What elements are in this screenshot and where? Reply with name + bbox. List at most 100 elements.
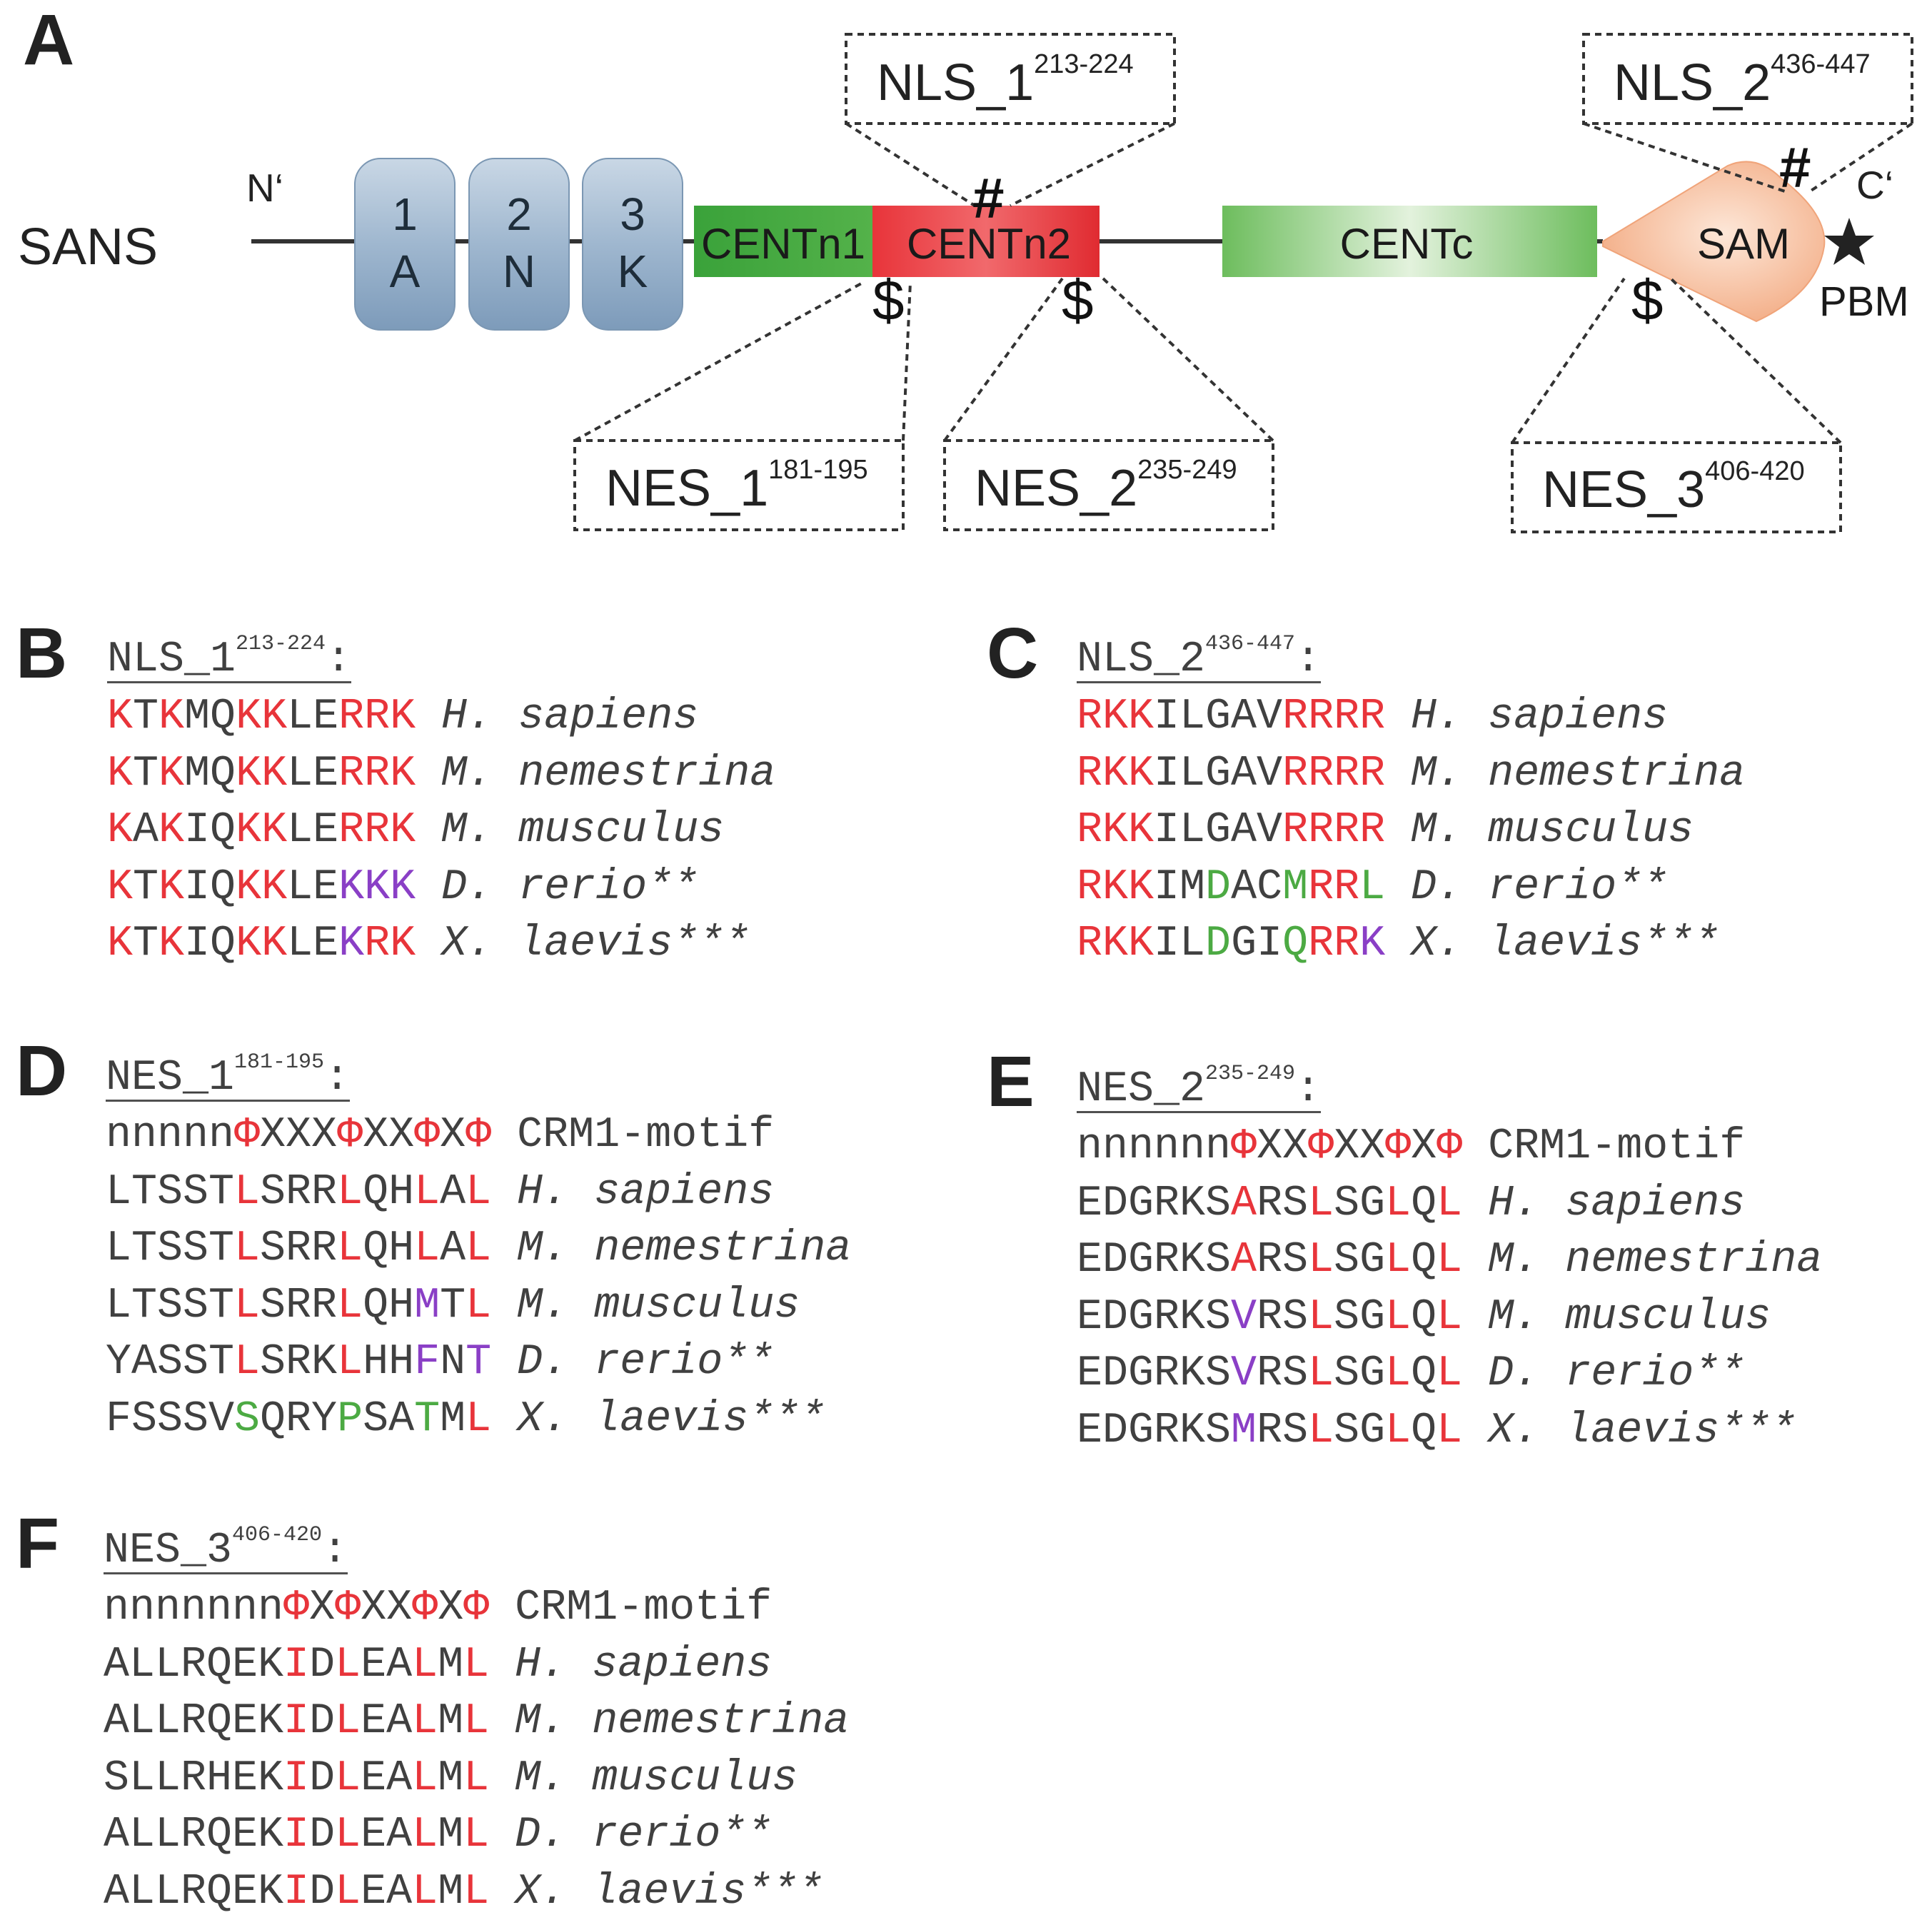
residue-segment: L (463, 1640, 490, 1689)
residue-segment: L (412, 1811, 438, 1859)
nls1-callout-box (845, 33, 1176, 125)
residue-segment: KK (236, 920, 288, 968)
residue-segment: K (159, 863, 185, 912)
residue-segment: KK (236, 749, 288, 798)
residue-segment: KK (236, 863, 288, 912)
residue-segment: EDGRKS (1077, 1179, 1232, 1228)
residue-segment: F (414, 1338, 441, 1387)
sequence-row: ALLRQEKIDLEALML D. rerio** (104, 1807, 849, 1864)
residue-segment: RKK (1077, 920, 1154, 968)
nes2-callout-label: NES_2235-249 (975, 455, 1237, 517)
residue-segment: D (1205, 863, 1232, 912)
residue-segment: K (1359, 920, 1386, 968)
motif-label: CRM1-motif (515, 1584, 773, 1632)
residue-segment: X (309, 1584, 336, 1632)
nes2-callout-line-right (1102, 277, 1274, 442)
residue-segment: L (412, 1697, 438, 1746)
motif-row: nnnnnnΦXXΦXXΦXΦ CRM1-motif (1077, 1119, 1822, 1176)
residue-segment: L (1308, 1292, 1334, 1342)
ankyrin-2-letter: N (503, 246, 535, 297)
residue-segment: EDGRKS (1077, 1406, 1232, 1455)
residue-segment: A (1231, 1179, 1257, 1228)
sequence-row: KAKIQKKLERRK M. musculus (107, 803, 775, 860)
alignment-title: NES_2235-249: (1077, 1052, 1322, 1114)
sequence-row: EDGRKSARSLSGLQL H. sapiens (1077, 1176, 1822, 1233)
residue-segment: N (440, 1338, 466, 1387)
alignment-title-colon: : (1295, 1065, 1322, 1114)
residue-segment: L (463, 1811, 490, 1859)
residue-segment: K (107, 863, 134, 912)
organism-label: M. nemestrina (1488, 1236, 1823, 1285)
residue-segment: Q (1411, 1236, 1437, 1285)
residue-segment: LTSST (106, 1225, 235, 1273)
sequence-row: LTSSTLSRRLQHLAL M. nemestrina (106, 1221, 851, 1278)
alignment-title-name: NES_2 (1077, 1065, 1206, 1114)
residue-segment: Φ (466, 1111, 492, 1160)
residue-segment: RRRR (1282, 749, 1386, 798)
residue-segment: L (1308, 1236, 1334, 1285)
residue-segment: L (414, 1167, 441, 1217)
centc-label: CENTc (1340, 220, 1474, 268)
organism-label: X. laevis*** (1488, 1406, 1797, 1455)
residue-segment: D (309, 1640, 336, 1689)
nls2-callout-label: NLS_2436-447 (1614, 49, 1871, 111)
residue-segment: D (309, 1754, 336, 1803)
alignment-title-colon: : (322, 1527, 348, 1575)
residue-segment: ALLRQEK (104, 1640, 284, 1689)
sequence-row: KTKMQKKLERRK M. nemestrina (107, 746, 775, 803)
residue-segment: Φ (1308, 1122, 1334, 1171)
residue-segment: Q (1411, 1349, 1437, 1398)
residue-segment: LTSST (106, 1281, 235, 1330)
sequence-row: SLLRHEKIDLEALML M. musculus (104, 1751, 849, 1808)
residue-segment: LE (287, 806, 339, 855)
residue-segment: T (133, 920, 159, 968)
centn1-label: CENTn1 (701, 220, 865, 268)
residue-segment: A (440, 1167, 466, 1217)
residue-segment: L (335, 1754, 361, 1803)
residue-segment: Φ (337, 1111, 363, 1160)
residue-segment: K (107, 749, 134, 798)
residue-segment: XX (1257, 1122, 1309, 1171)
residue-segment: EA (361, 1811, 413, 1859)
motif-label: CRM1-motif (517, 1111, 775, 1160)
hash-marker-centn2: # (972, 166, 1005, 230)
nes1-callout-line-right (902, 281, 912, 441)
residue-segment: XXX (260, 1111, 338, 1160)
ankyrin-repeat-1 (354, 158, 456, 331)
sequence-row: EDGRKSARSLSGLQL M. nemestrina (1077, 1232, 1822, 1290)
residue-segment: RS (1257, 1292, 1309, 1342)
sequence-row: ALLRQEKIDLEALML M. nemestrina (104, 1694, 849, 1751)
residue-segment: T (466, 1338, 492, 1387)
residue-segment: Φ (283, 1584, 310, 1632)
sequence-row: KTKIQKKLEKRK X. laevis*** (107, 916, 775, 973)
residue-segment: RRRR (1282, 693, 1386, 741)
residue-segment: RRK (338, 806, 416, 855)
residue-segment: I (283, 1697, 310, 1746)
residue-segment: Q (1282, 920, 1309, 968)
panel-letter-d: D (16, 1031, 68, 1111)
organism-label: H. sapiens (441, 693, 699, 741)
nes3-callout-line-left (1511, 277, 1626, 444)
domain-diagram: A SANS N‘ C‘ 1 A 2 N 3 K CENTn1 CENTn2 C… (18, 0, 1913, 533)
ankyrin-1-letter: A (390, 246, 421, 297)
residue-segment: M (438, 1867, 464, 1916)
sam-label: SAM (1697, 220, 1790, 268)
pbm-star-icon (1824, 218, 1874, 265)
residue-segment: L (234, 1225, 261, 1273)
pbm-label: PBM (1819, 278, 1909, 325)
residue-segment: L (1437, 1236, 1463, 1285)
residue-segment: S (234, 1394, 261, 1444)
alignment-title-range: 181-195 (234, 1050, 325, 1075)
ankyrin-repeat-3 (582, 158, 683, 331)
residue-segment: ALLRQEK (104, 1867, 284, 1916)
residue-segment: IL (1154, 920, 1206, 968)
residue-segment: SG (1334, 1349, 1386, 1398)
residue-segment: RS (1257, 1349, 1309, 1398)
residue-segment: X (1411, 1122, 1437, 1171)
residue-segment: XX (361, 1584, 413, 1632)
residue-segment: L (335, 1640, 361, 1689)
sequence-row: EDGRKSMRSLSGLQL X. laevis*** (1077, 1403, 1822, 1460)
